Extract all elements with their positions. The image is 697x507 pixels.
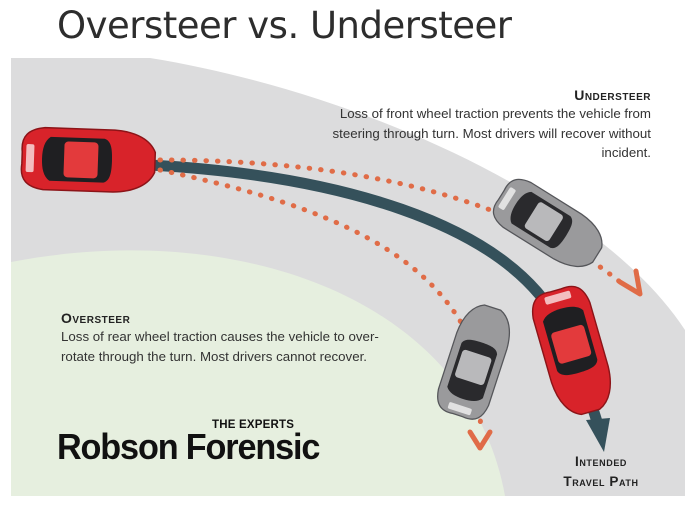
understeer-heading: Understeer xyxy=(574,87,651,103)
oversteer-heading: Oversteer xyxy=(61,310,131,326)
robson-forensic-logo: THE EXPERTS Robson Forensic xyxy=(57,419,347,469)
oversteer-callout: Oversteer Loss of rear wheel traction ca… xyxy=(61,309,381,366)
intended-path-label: Intended Travel Path xyxy=(545,452,657,492)
intended-path-label-line1: Intended xyxy=(574,454,628,469)
logo-tagline: THE EXPERTS xyxy=(212,419,295,431)
understeer-car-gray xyxy=(486,171,612,278)
intended-path-arrow xyxy=(586,418,610,452)
understeer-dotted-path xyxy=(157,157,623,285)
oversteer-car-gray xyxy=(431,298,519,425)
start-car-red xyxy=(19,126,157,195)
page-title: Oversteer vs. Understeer xyxy=(57,4,512,47)
intended-car-red xyxy=(526,281,620,421)
understeer-arrowhead xyxy=(617,268,643,297)
intended-path-label-line2: Travel Path xyxy=(563,474,639,489)
oversteer-description: Loss of rear wheel traction causes the v… xyxy=(61,329,379,364)
logo-name: Robson Forensic xyxy=(57,426,320,467)
oversteer-arrowhead xyxy=(467,429,493,451)
understeer-description: Loss of front wheel traction prevents th… xyxy=(332,106,651,160)
inside-curve-grass xyxy=(11,250,505,496)
outside-curve-area xyxy=(150,58,685,330)
understeer-callout: Understeer Loss of front wheel traction … xyxy=(311,86,651,163)
